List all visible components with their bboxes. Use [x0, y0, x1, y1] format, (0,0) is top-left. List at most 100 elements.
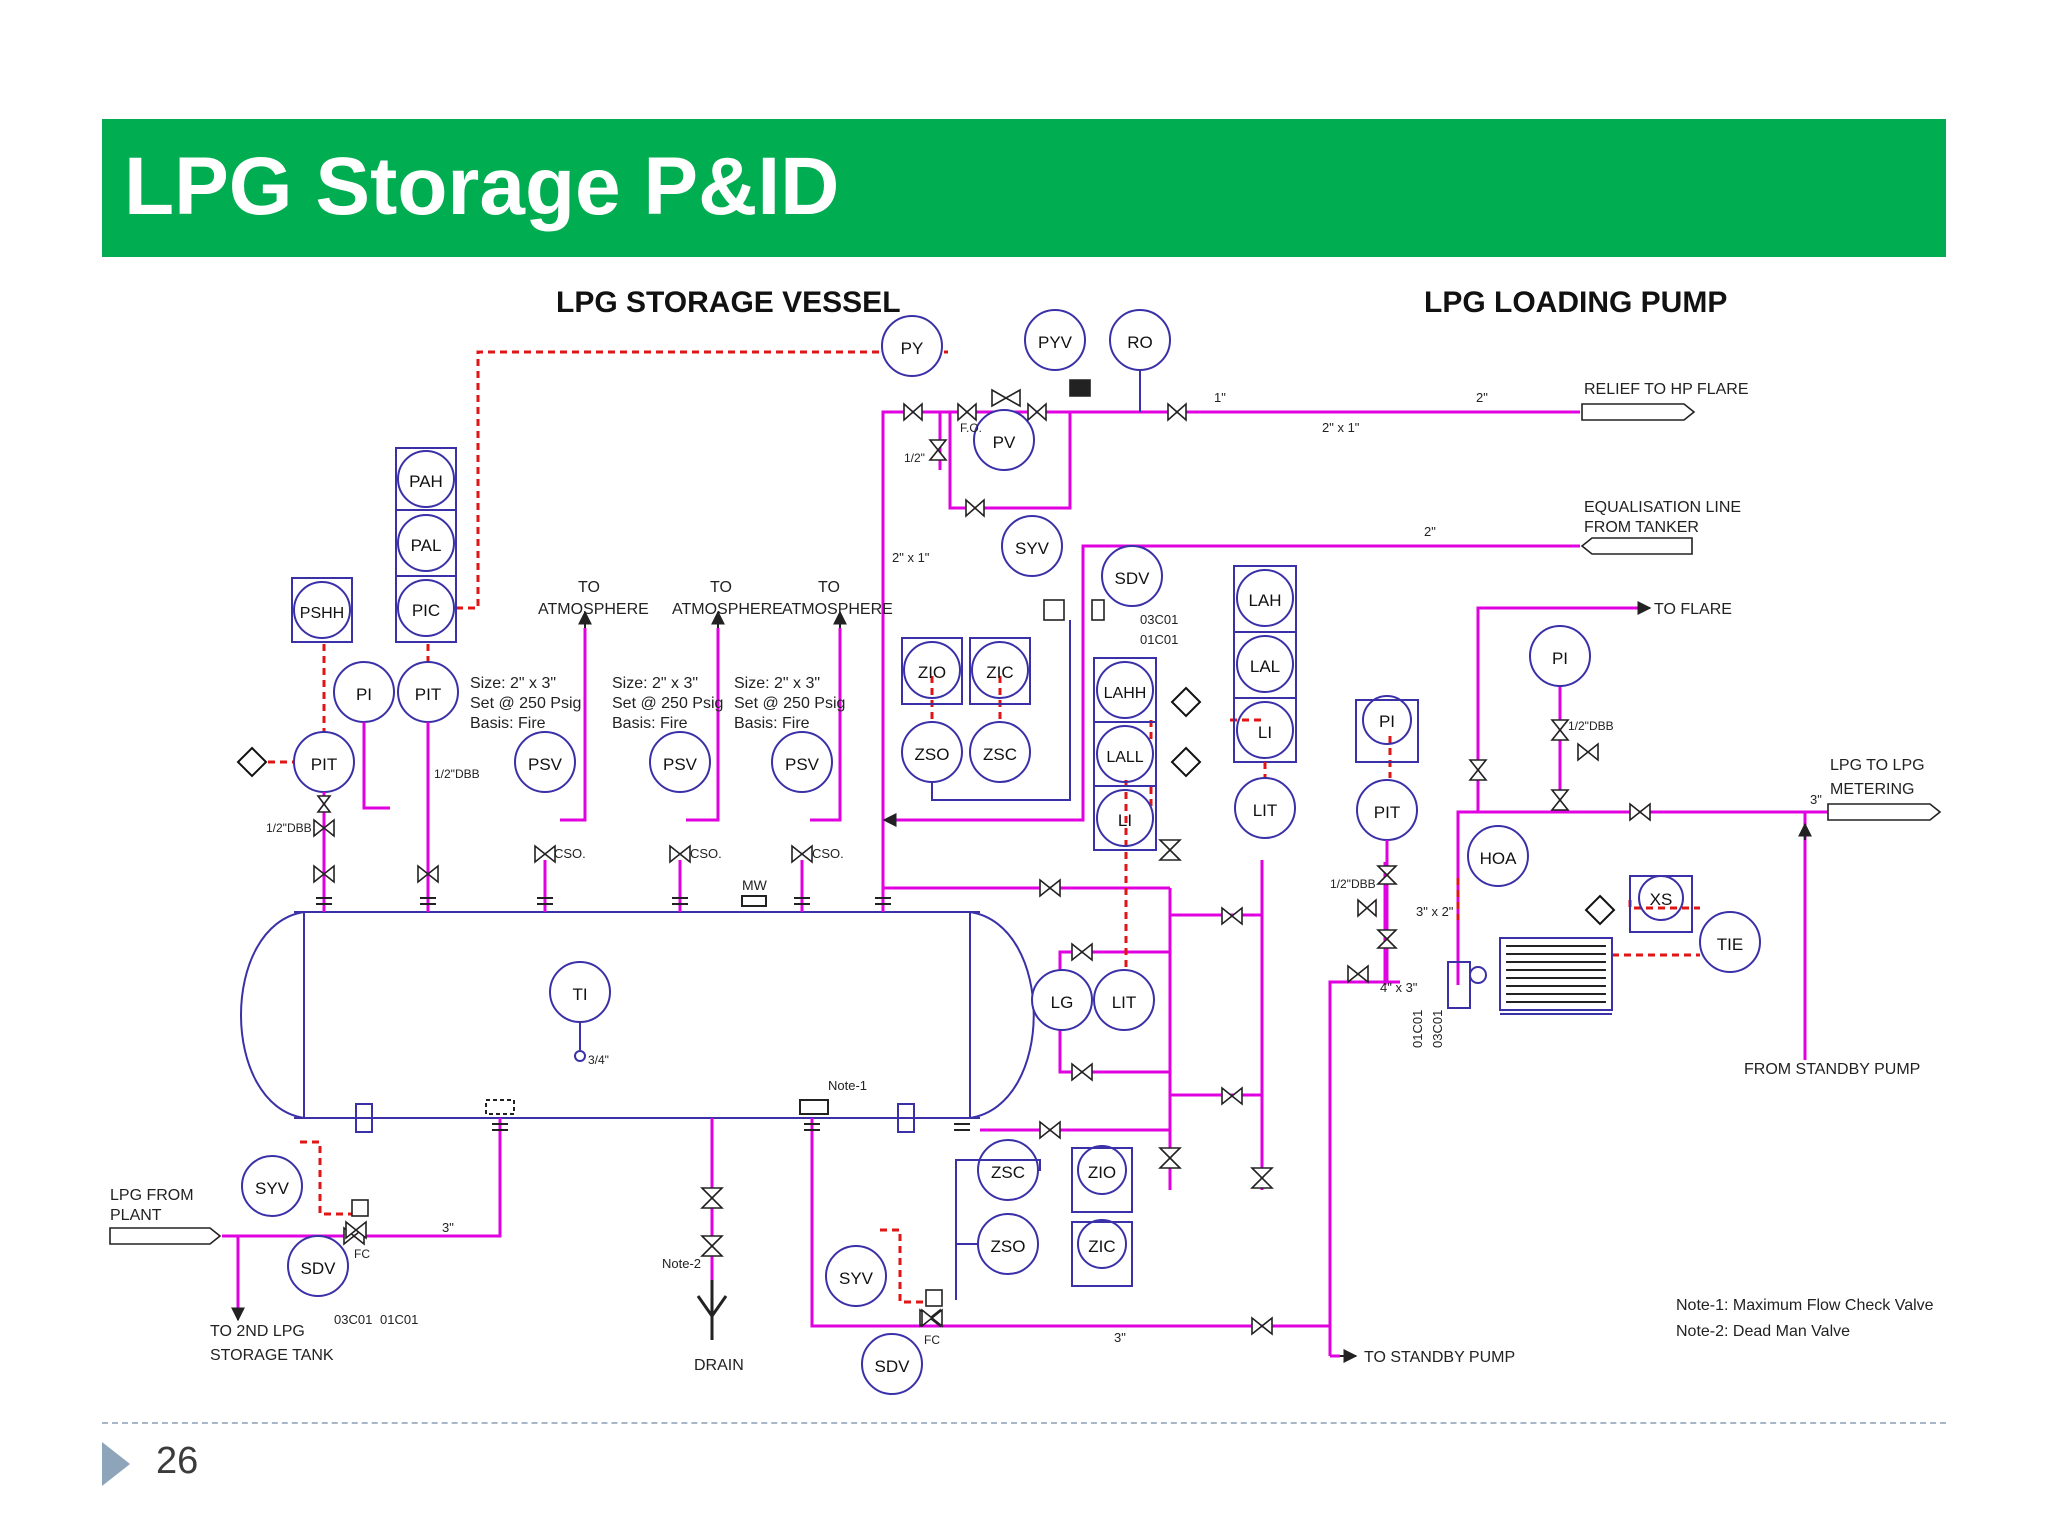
pit-mid-label: PIT — [415, 685, 441, 704]
lg-label: LG — [1051, 993, 1074, 1012]
psv2-set: Set @ 250 Psig — [612, 695, 723, 712]
cso-1: CSO. — [554, 846, 586, 861]
pal-label: PAL — [411, 536, 442, 555]
pit-mid: PIT — [397, 661, 459, 723]
cso-3: CSO. — [812, 846, 844, 861]
zsc-bottom: ZSC — [977, 1139, 1039, 1201]
tie-indicator: TIE — [1699, 911, 1761, 973]
pi-far: PI — [1529, 625, 1591, 687]
psv1-basis: Basis: Fire — [470, 715, 546, 732]
mw-label: MW — [742, 877, 768, 893]
zio-top-label: ZIO — [918, 663, 946, 682]
size-2-eq: 2" — [1424, 524, 1436, 539]
size-3-disch: 3" — [1810, 792, 1822, 807]
sdv-bl-label: SDV — [301, 1259, 337, 1278]
lall-alarm: LALL — [1093, 721, 1157, 787]
dbb-pump: 1/2"DBB — [1330, 877, 1376, 891]
label-drain: DRAIN — [694, 1357, 744, 1374]
label-to-standby-pump: TO STANDBY PUMP — [1364, 1349, 1515, 1366]
psv-1-label: PSV — [528, 755, 563, 774]
size-4x3: 4" x 3" — [1380, 980, 1418, 995]
offpage-connectors — [109, 403, 1942, 1245]
psv-2-label: PSV — [663, 755, 698, 774]
ro-label: RO — [1127, 333, 1153, 352]
sdv-bottom-left: SDV — [287, 1235, 349, 1297]
pit-left: PIT — [293, 731, 355, 793]
psv3-basis: Basis: Fire — [734, 715, 810, 732]
label-to-2nd-1: TO 2ND LPG — [210, 1323, 305, 1340]
label-to-2nd-2: STORAGE TANK — [210, 1347, 334, 1364]
syv-top-label: SYV — [1015, 539, 1050, 558]
size-34: 3/4" — [588, 1053, 609, 1067]
tag-01c01-vert: 01C01 — [1410, 1010, 1425, 1048]
xs-interlock-icon — [1584, 894, 1616, 926]
zic-top-label: ZIC — [986, 663, 1013, 682]
lall-interlock-icon — [1170, 746, 1202, 778]
dbb-far: 1/2"DBB — [1568, 719, 1614, 733]
lahh-label: LAHH — [1104, 685, 1147, 702]
pit-pump-label: PIT — [1374, 803, 1400, 822]
psv1-size: Size: 2" x 3" — [470, 675, 556, 692]
pshh-label: PSHH — [300, 605, 344, 622]
xs-switch: XS — [1629, 875, 1693, 933]
zic-top: ZIC — [969, 637, 1031, 705]
size-2x1-left: 2" x 1" — [892, 550, 930, 565]
lit-mid-label: LIT — [1112, 993, 1137, 1012]
dbb-left: 1/2"DBB — [266, 821, 312, 835]
pit-interlock-icon — [236, 746, 268, 778]
sdv-top: SDV — [1101, 545, 1163, 607]
size-half-top: 1/2" — [904, 451, 925, 465]
syv-bottom: SYV — [825, 1245, 887, 1307]
lit-right-label: LIT — [1253, 801, 1278, 820]
label-lpg-to-lpg-1: LPG TO LPG — [1830, 757, 1925, 774]
valve-symbols — [313, 402, 1651, 1336]
label-atmosphere-2: ATMOSPHERE — [672, 601, 783, 618]
pi-pump-label: PI — [1379, 712, 1395, 731]
tie-label: TIE — [1717, 935, 1743, 954]
hoa-switch: HOA — [1467, 825, 1529, 887]
label-from-standby-pump: FROM STANDBY PUMP — [1744, 1061, 1920, 1078]
page-number: 26 — [156, 1440, 199, 1482]
label-atmosphere-3: ATMOSPHERE — [782, 601, 893, 618]
pah-alarm: PAH — [395, 447, 457, 511]
fc-bot: FC — [924, 1333, 940, 1347]
psv-1: PSV — [514, 731, 576, 793]
pi-far-label: PI — [1552, 649, 1568, 668]
syv-bottom-left: SYV — [241, 1155, 303, 1217]
zic-bottom: ZIC — [1071, 1219, 1133, 1287]
pi-left: PI — [333, 661, 395, 723]
label-lpg-to-lpg-2: METERING — [1830, 781, 1914, 798]
lah-alarm: LAH — [1233, 565, 1297, 633]
tag-01c01-top: 01C01 — [1140, 632, 1178, 647]
size-3-bottom: 3" — [1114, 1330, 1126, 1345]
title-banner — [102, 119, 1946, 257]
syv-top: SYV — [1001, 515, 1063, 577]
label-atmosphere-1: ATMOSPHERE — [538, 601, 649, 618]
psv-3-label: PSV — [785, 755, 820, 774]
ti-indicator: TI — [549, 961, 611, 1062]
pic-controller: PIC — [395, 575, 457, 643]
psv2-basis: Basis: Fire — [612, 715, 688, 732]
lit-right: LIT — [1234, 777, 1296, 839]
zio-bot-label: ZIO — [1088, 1163, 1116, 1182]
pyv-valve-sol: PYV — [1024, 309, 1086, 371]
tag-03c01-bl: 03C01 — [334, 1312, 372, 1327]
flow-arrows — [231, 601, 1812, 1363]
psv1-set: Set @ 250 Psig — [470, 695, 581, 712]
psv3-set: Set @ 250 Psig — [734, 695, 845, 712]
zio-bottom: ZIO — [1071, 1145, 1133, 1213]
zso-top-label: ZSO — [915, 745, 950, 764]
lg-gauge: LG — [1031, 969, 1093, 1031]
heading-storage-vessel: LPG STORAGE VESSEL — [556, 286, 901, 319]
psv3-size: Size: 2" x 3" — [734, 675, 820, 692]
size-3x2: 3" x 2" — [1416, 904, 1454, 919]
psv-3: PSV — [771, 731, 833, 793]
lall-label: LALL — [1106, 749, 1143, 766]
loading-pump-motor — [1447, 937, 1613, 1015]
syv-bot-label: SYV — [839, 1269, 874, 1288]
pal-alarm: PAL — [395, 509, 457, 577]
li-mid: LI — [1093, 785, 1157, 851]
ro-orifice: RO — [1109, 309, 1171, 412]
drain-icon — [696, 1280, 728, 1340]
